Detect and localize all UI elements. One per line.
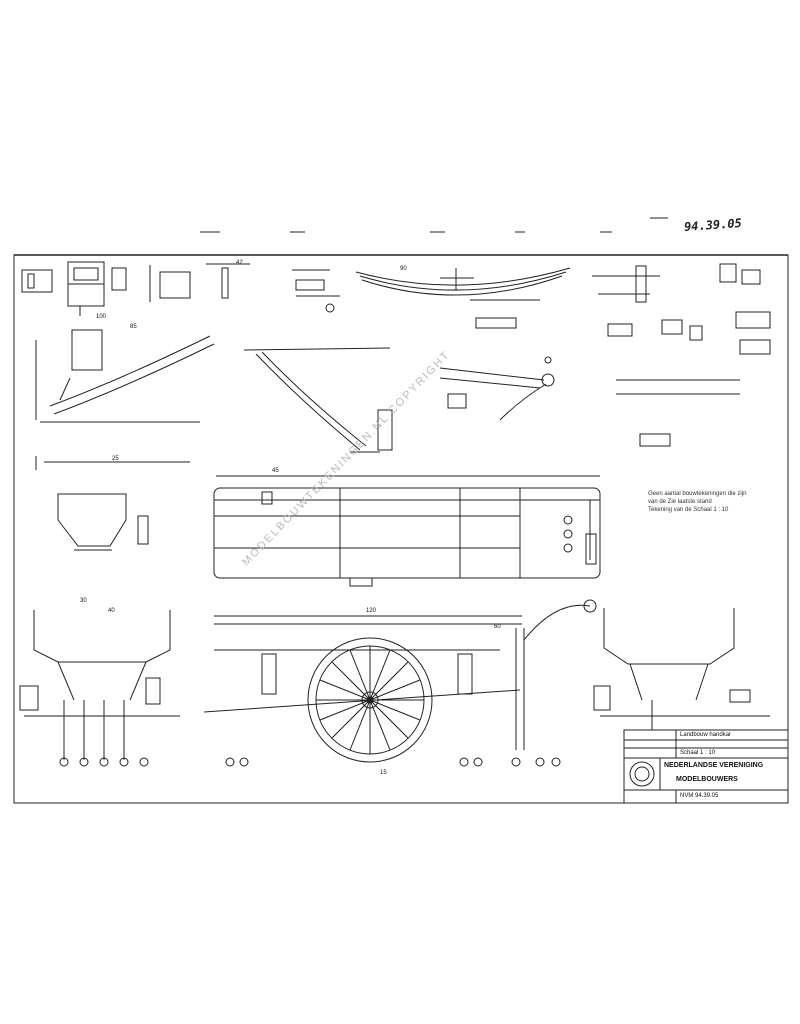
detail-axle-arm bbox=[439, 367, 555, 421]
organization-seal-icon bbox=[629, 761, 655, 787]
detail-leaf-spring bbox=[355, 267, 571, 364]
dimension-label: 120 bbox=[366, 608, 377, 614]
cart-body-plan-view bbox=[213, 475, 601, 587]
organization-name-line1: NEDERLANDSE VERENIGING bbox=[664, 762, 764, 769]
dimension-label: 40 bbox=[108, 608, 115, 614]
organization-name-line2: MODELBOUWERS bbox=[676, 776, 738, 783]
dimension-label: 45 bbox=[272, 468, 279, 474]
title-block bbox=[623, 729, 789, 804]
top-margin-ticks bbox=[200, 217, 668, 233]
detail-end-view-small bbox=[35, 456, 190, 551]
note-line: van de Zie laatste stand bbox=[648, 499, 712, 505]
cart-wheel bbox=[307, 637, 433, 763]
drawing-scale: Schaal 1 : 10 bbox=[680, 750, 716, 756]
dimension-label: 42 bbox=[236, 260, 243, 266]
cart-side-elevation bbox=[203, 599, 597, 750]
dimension-label: 100 bbox=[96, 314, 107, 320]
detail-diagonal-brace bbox=[243, 347, 393, 453]
drawing-number: NVM 94.39.05 bbox=[680, 793, 719, 799]
sheet-border bbox=[13, 254, 789, 804]
cart-rear-elevation bbox=[593, 608, 770, 730]
detail-brackets-right bbox=[592, 263, 771, 355]
drawing-note: Geen aantal bouwtekeningen die zijn van … bbox=[648, 490, 798, 514]
detail-handle-arm bbox=[35, 329, 215, 423]
dimension-label: 30 bbox=[80, 598, 87, 604]
detail-axle-beam bbox=[616, 379, 740, 447]
detail-hinge-parts bbox=[21, 261, 340, 316]
dimension-label: 85 bbox=[130, 324, 137, 330]
dimension-label: 15 bbox=[380, 770, 387, 776]
note-line: Tekening van de Schaal 1 : 10 bbox=[648, 507, 729, 513]
dimension-label: 90 bbox=[400, 266, 407, 272]
note-line: Geen aantal bouwtekeningen die zijn bbox=[648, 491, 747, 497]
dimension-label: 60 bbox=[494, 624, 501, 630]
drawing-title: Landbouw handkar bbox=[680, 732, 732, 738]
dimension-label: 25 bbox=[112, 456, 119, 462]
part-number-balloons bbox=[59, 515, 573, 767]
cart-front-elevation bbox=[19, 610, 180, 760]
